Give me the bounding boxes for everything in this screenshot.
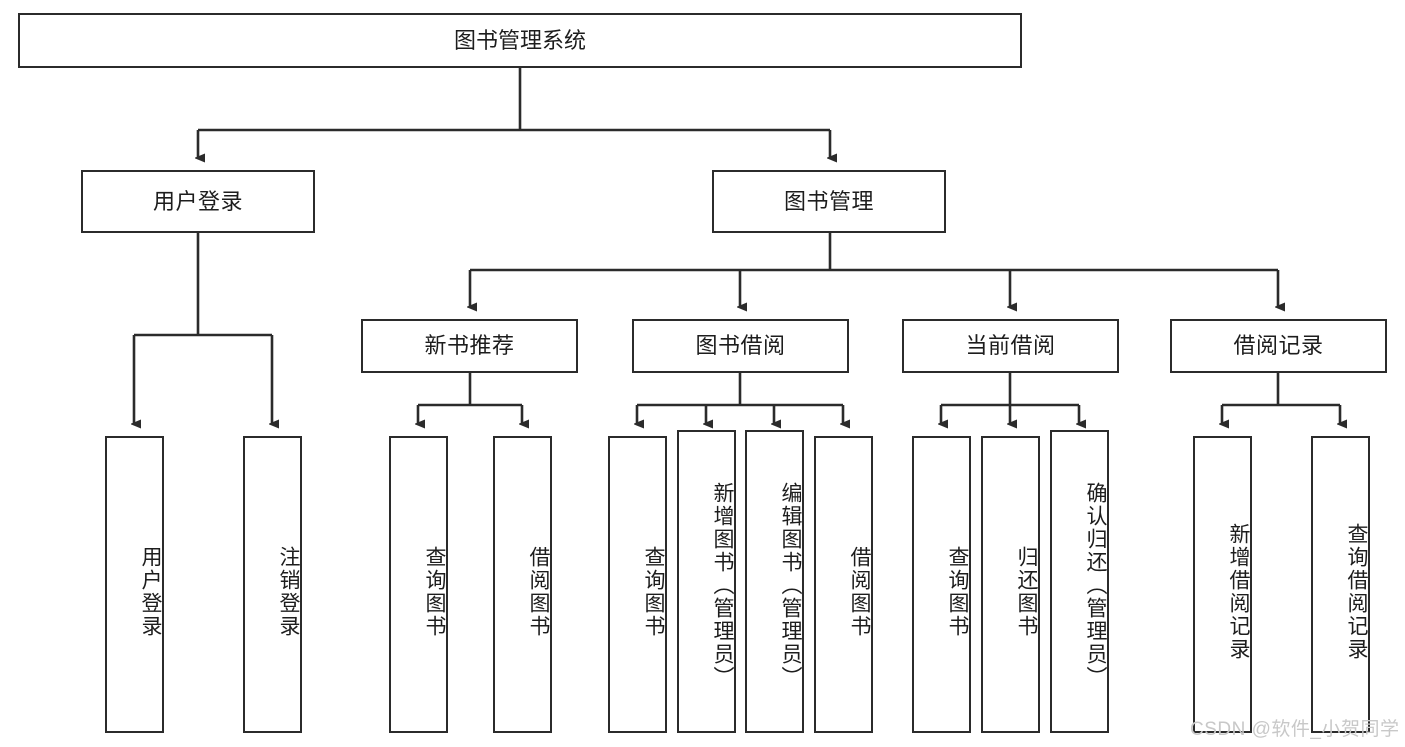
leaf-user-login[interactable]: 用户登录 — [105, 436, 164, 733]
node-current-borrow-label: 当前借阅 — [965, 333, 1056, 359]
node-root-system-label: 图书管理系统 — [453, 27, 586, 53]
leaf-borrow-edit-book-admin-label: 编辑图书（管理员） — [779, 482, 802, 689]
leaf-user-logout[interactable]: 注销登录 — [243, 436, 302, 733]
leaf-current-confirm-return-admin-label: 确认归还（管理员） — [1084, 482, 1107, 689]
leaf-user-login-label: 用户登录 — [139, 545, 162, 638]
node-user-login-label: 用户登录 — [152, 188, 243, 214]
leaf-current-query-book[interactable]: 查询图书 — [912, 436, 971, 733]
leaf-user-logout-label: 注销登录 — [277, 545, 300, 638]
node-user-login[interactable]: 用户登录 — [81, 170, 315, 233]
leaf-record-add-record[interactable]: 新增借阅记录 — [1193, 436, 1252, 733]
node-new-book-recommend[interactable]: 新书推荐 — [361, 319, 578, 373]
node-borrow-record[interactable]: 借阅记录 — [1170, 319, 1387, 373]
csdn-watermark-text: CSDN @软件_小贺同学 — [1190, 719, 1400, 740]
leaf-recommend-query-book-label: 查询图书 — [423, 545, 446, 638]
node-new-book-recommend-label: 新书推荐 — [424, 333, 515, 359]
leaf-borrow-add-book-admin[interactable]: 新增图书（管理员） — [677, 430, 736, 733]
node-current-borrow[interactable]: 当前借阅 — [902, 319, 1119, 373]
leaf-borrow-borrow-book-label: 借阅图书 — [848, 545, 871, 638]
leaf-borrow-query-book[interactable]: 查询图书 — [608, 436, 667, 733]
leaf-current-return-book-label: 归还图书 — [1015, 545, 1038, 638]
leaf-record-add-record-label: 新增借阅记录 — [1227, 522, 1250, 661]
node-root-system[interactable]: 图书管理系统 — [18, 13, 1022, 68]
leaf-record-query-record-label: 查询借阅记录 — [1345, 522, 1368, 661]
leaf-current-return-book[interactable]: 归还图书 — [981, 436, 1040, 733]
csdn-watermark: CSDN @软件_小贺同学 — [1190, 714, 1399, 741]
leaf-recommend-query-book[interactable]: 查询图书 — [389, 436, 448, 733]
node-book-management-label: 图书管理 — [783, 188, 874, 214]
leaf-borrow-borrow-book[interactable]: 借阅图书 — [814, 436, 873, 733]
leaf-current-confirm-return-admin[interactable]: 确认归还（管理员） — [1050, 430, 1109, 733]
leaf-recommend-borrow-book-label: 借阅图书 — [527, 545, 550, 638]
leaf-borrow-add-book-admin-label: 新增图书（管理员） — [711, 482, 734, 689]
leaf-borrow-query-book-label: 查询图书 — [642, 545, 665, 638]
leaf-current-query-book-label: 查询图书 — [946, 545, 969, 638]
leaf-recommend-borrow-book[interactable]: 借阅图书 — [493, 436, 552, 733]
node-book-borrow-label: 图书借阅 — [695, 333, 786, 359]
node-book-borrow[interactable]: 图书借阅 — [632, 319, 849, 373]
leaf-record-query-record[interactable]: 查询借阅记录 — [1311, 436, 1370, 733]
leaf-borrow-edit-book-admin[interactable]: 编辑图书（管理员） — [745, 430, 804, 733]
node-book-management[interactable]: 图书管理 — [712, 170, 946, 233]
node-borrow-record-label: 借阅记录 — [1233, 333, 1324, 359]
